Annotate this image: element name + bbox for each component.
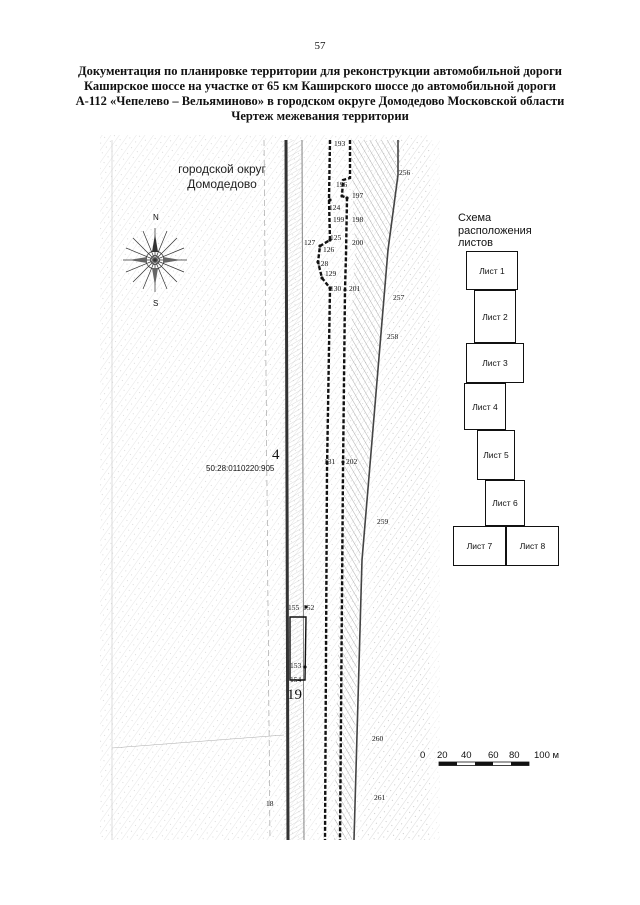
scale-label-60: 60 — [488, 750, 499, 761]
sheet-8: Лист 8 — [506, 526, 559, 566]
compass-north-label: N — [153, 213, 159, 222]
scale-label-0: 0 — [420, 750, 426, 761]
point-label-152: 152 — [303, 603, 315, 612]
point-label-193: 193 — [334, 139, 346, 148]
road-edge-right-lower — [353, 174, 399, 841]
point-label-125: 125 — [330, 233, 342, 242]
boundary-point-markers — [303, 194, 349, 669]
road-inner-line-left — [301, 139, 305, 841]
point-label-128: 128 — [317, 259, 329, 268]
point-label-202: 202 — [346, 457, 358, 466]
sheet-2: Лист 2 — [474, 290, 516, 343]
corner-label-18: 18 — [266, 799, 274, 808]
point-label-127: 127 — [304, 238, 316, 247]
hatched-band — [334, 140, 400, 840]
sheet-layout-title-line-3: листов — [458, 237, 493, 249]
point-label-126: 126 — [323, 245, 335, 254]
land-plot-outline — [289, 616, 307, 681]
point-label-198: 198 — [352, 215, 364, 224]
point-label-201: 201 — [349, 284, 361, 293]
sheet-5: Лист 5 — [477, 430, 515, 480]
sheet-4: Лист 4 — [464, 383, 506, 430]
point-label-260: 260 — [372, 734, 384, 743]
left-reference-line — [263, 139, 271, 841]
sheet-3: Лист 3 — [466, 343, 524, 383]
point-label-131: 131 — [324, 457, 336, 466]
title-line-1: Документация по планировке территории дл… — [77, 64, 563, 78]
point-label-199: 199 — [333, 215, 345, 224]
title-line-2: Каширское шоссе на участке от 65 км Каши… — [84, 79, 556, 93]
road-edge-left — [284, 139, 290, 841]
page-number: 57 — [314, 40, 326, 52]
sheet-1: Лист 1 — [466, 251, 518, 290]
lower-left-line — [111, 734, 285, 749]
compass-south-label: S — [153, 299, 158, 308]
point-label-196: 196 — [336, 180, 348, 189]
sheet-layout-title: Схема расположения листов — [458, 212, 532, 250]
district-label-line-1: городской округ — [178, 162, 266, 176]
title-line-4: Чертеж межевания территории — [231, 109, 409, 123]
right-area-texture — [362, 140, 440, 840]
point-label-258: 258 — [387, 332, 399, 341]
scale-label-20: 20 — [437, 750, 448, 761]
point-label-256: 256 — [399, 168, 411, 177]
document-title: Документация по планировке территории дл… — [40, 64, 600, 124]
scale-label-80: 80 — [509, 750, 520, 761]
sheet-layout-title-line-2: расположения — [458, 224, 532, 237]
point-label-257: 257 — [393, 293, 405, 302]
point-label-259: 259 — [377, 517, 389, 526]
zone-number-19: 19 — [287, 687, 302, 703]
district-label: городской округ Домодедово — [160, 162, 284, 192]
scale-bar — [438, 761, 530, 766]
point-label-197: 197 — [352, 191, 364, 200]
sheet-6: Лист 6 — [485, 480, 525, 526]
compass-rose: N S — [123, 213, 187, 308]
point-label-153: 153 — [290, 661, 302, 670]
point-label-129: 129 — [325, 269, 337, 278]
title-line-3: А-112 «Чепелево – Вельяминово» в городск… — [75, 94, 565, 108]
point-label-261: 261 — [374, 793, 386, 802]
cadastral-number: 50:28:0110220:905 — [206, 464, 275, 473]
scale-label-40: 40 — [461, 750, 472, 761]
point-label-130: 130 — [330, 284, 342, 293]
sheet-layout-title-line-1: Схема — [458, 212, 492, 224]
point-label-124: 124 — [329, 203, 341, 212]
point-label-200: 200 — [352, 238, 364, 247]
point-label-155: 155 — [288, 603, 300, 612]
district-label-line-2: Домодедово — [187, 177, 257, 191]
sheet-7: Лист 7 — [453, 526, 506, 566]
scale-label-100m: 100 м — [534, 750, 560, 761]
zone-number-4: 4 — [272, 447, 280, 463]
point-label-154: 154 — [290, 675, 302, 684]
